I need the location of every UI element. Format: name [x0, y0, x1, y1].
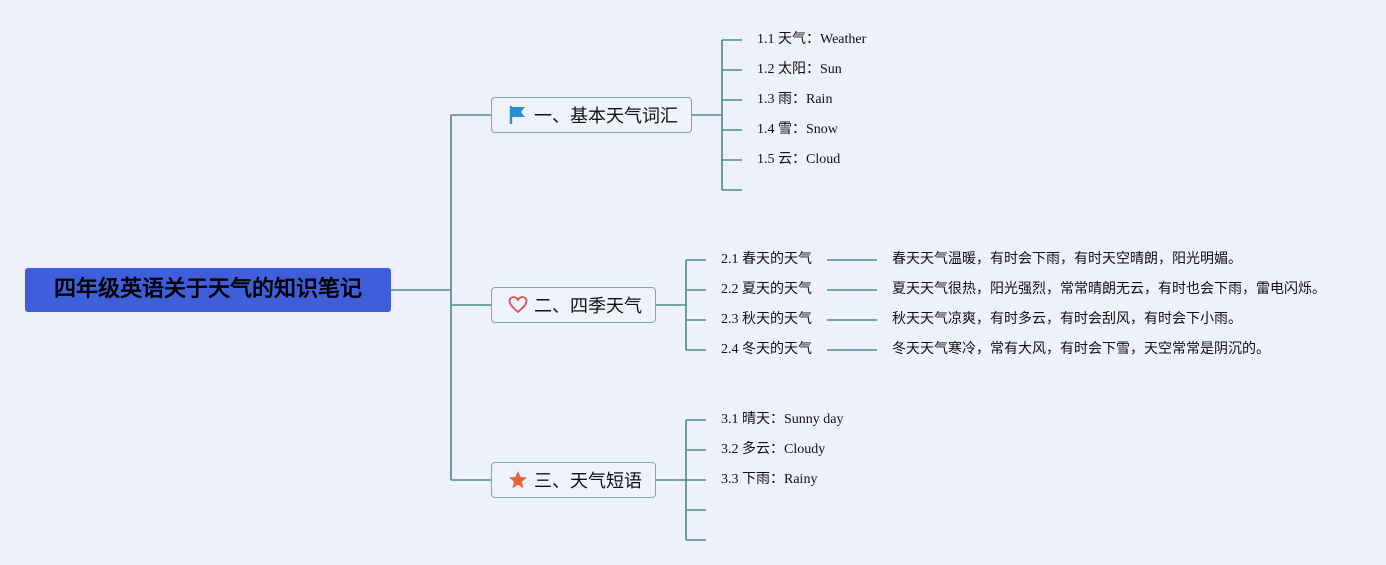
root-title: 四年级英语关于天气的知识笔记 — [53, 277, 362, 302]
season-spring[interactable]: 2.1 春天的天气 — [721, 252, 812, 267]
season-detail-winter[interactable]: 冬天天气寒冷，常有大风，有时会下雪，天空常常是阴沉的。 — [892, 342, 1270, 357]
season-detail-autumn[interactable]: 秋天天气凉爽，有时多云，有时会刮风，有时会下小雨。 — [892, 312, 1242, 327]
leaf-item[interactable]: 3.1 晴天：Sunny day — [721, 412, 844, 427]
branch-label: 一、基本天气词汇 — [534, 106, 678, 127]
season-winter[interactable]: 2.4 冬天的天气 — [721, 342, 812, 357]
leaf-item[interactable]: 1.1 天气：Weather — [757, 32, 867, 47]
season-detail-spring[interactable]: 春天天气温暖，有时会下雨，有时天空晴朗，阳光明媚。 — [892, 252, 1242, 267]
heart-icon — [508, 295, 528, 315]
branch-label: 三、天气短语 — [534, 471, 642, 492]
flag-icon — [508, 105, 528, 125]
leaf-item[interactable]: 1.2 太阳：Sun — [757, 62, 842, 77]
season-autumn[interactable]: 2.3 秋天的天气 — [721, 312, 812, 327]
season-detail-summer[interactable]: 夏天天气很热，阳光强烈，常常晴朗无云，有时也会下雨，雷电闪烁。 — [892, 282, 1326, 297]
leaf-item[interactable]: 3.3 下雨：Rainy — [721, 472, 818, 487]
branch-weather-phrases[interactable]: 三、天气短语 — [491, 462, 656, 498]
leaf-item[interactable]: 1.3 雨：Rain — [757, 92, 833, 107]
branch-label: 二、四季天气 — [534, 296, 642, 317]
branch-basic-vocabulary[interactable]: 一、基本天气词汇 — [491, 97, 692, 133]
root-topic[interactable]: 四年级英语关于天气的知识笔记 — [25, 268, 391, 312]
leaf-item[interactable]: 3.2 多云：Cloudy — [721, 442, 826, 457]
star-icon — [508, 470, 528, 490]
leaf-item[interactable]: 1.4 雪：Snow — [757, 122, 838, 137]
season-summer[interactable]: 2.2 夏天的天气 — [721, 282, 812, 297]
leaf-item[interactable]: 1.5 云：Cloud — [757, 152, 841, 167]
branch-four-seasons[interactable]: 二、四季天气 — [491, 287, 656, 323]
